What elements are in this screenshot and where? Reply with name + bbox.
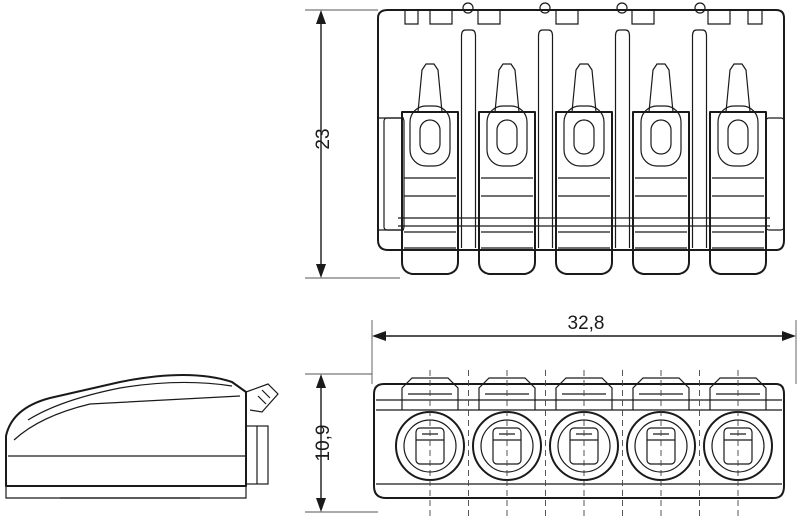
- lever: [632, 63, 690, 275]
- separator-rib: [537, 29, 554, 248]
- top-view-levers: [401, 63, 767, 275]
- side-view-body: [5, 374, 247, 487]
- dimension-width-label: 32,8: [568, 313, 605, 334]
- side-view-lever: [245, 383, 279, 413]
- front-tab: [555, 377, 613, 410]
- front-tab: [401, 377, 459, 410]
- separator-rib: [691, 29, 708, 248]
- lever: [478, 63, 536, 275]
- front-view: [373, 377, 785, 499]
- top-view-tabs: [404, 10, 763, 25]
- front-view-body: [373, 383, 785, 499]
- top-view: [377, 2, 785, 275]
- dimension-depth: 10,9: [305, 373, 378, 513]
- separator-rib: [460, 29, 477, 248]
- dimension-height: 23: [305, 9, 400, 279]
- dimension-width: 32,8: [371, 313, 797, 384]
- side-view: [5, 374, 279, 499]
- front-tab: [709, 377, 767, 410]
- top-view-knob: [462, 2, 474, 14]
- lever: [401, 63, 459, 275]
- separator-rib: [614, 29, 631, 248]
- top-view-knob: [616, 2, 628, 14]
- top-view-knob: [539, 2, 551, 14]
- top-view-body: [377, 9, 785, 251]
- center-lines: [429, 370, 739, 520]
- top-view-knob: [694, 2, 706, 14]
- front-tab: [632, 377, 690, 410]
- lever: [555, 63, 613, 275]
- front-tab: [478, 377, 536, 410]
- top-view-side-bar: [765, 117, 785, 231]
- dimension-height-label: 23: [313, 128, 334, 149]
- top-view-ribs: [460, 29, 708, 248]
- lever: [709, 63, 767, 275]
- dimension-depth-label: 10,9: [313, 425, 334, 462]
